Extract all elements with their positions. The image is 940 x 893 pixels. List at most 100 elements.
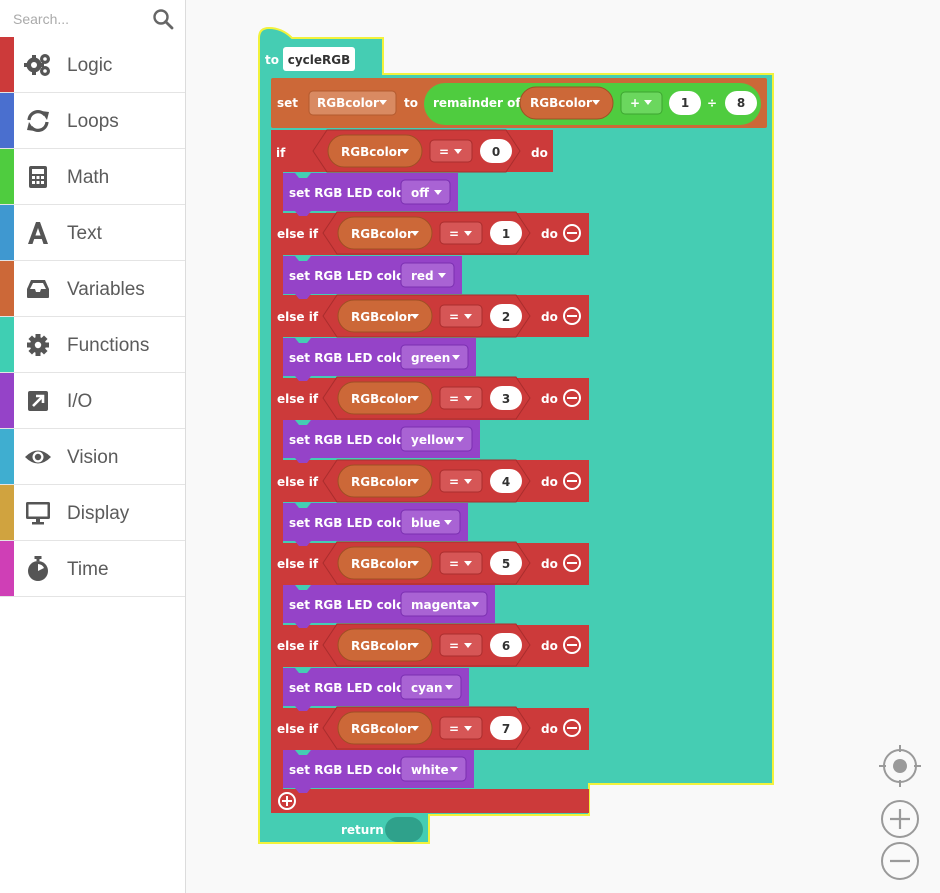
compare-variable-block[interactable] — [337, 711, 433, 745]
compare-block[interactable]: RGBcolor=5 — [322, 541, 531, 585]
led-color-dropdown[interactable] — [400, 591, 488, 617]
compare-value-field[interactable] — [480, 139, 512, 163]
chevron-down-icon — [464, 643, 472, 648]
chevron-down-icon — [438, 273, 446, 278]
compare-operator-dropdown[interactable] — [429, 139, 473, 163]
divide-symbol: ÷ — [707, 96, 717, 110]
compare-block[interactable]: RGBcolor=2 — [322, 294, 531, 338]
led-color-dropdown[interactable] — [400, 426, 473, 452]
compare-operator-dropdown[interactable] — [439, 386, 483, 410]
compare-variable-block[interactable] — [327, 134, 423, 168]
category-display[interactable]: Display — [0, 485, 185, 541]
zoom-out-icon[interactable] — [881, 842, 919, 880]
search-icon[interactable] — [152, 8, 174, 30]
compare-variable-block[interactable] — [337, 628, 433, 662]
category-loops[interactable]: Loops — [0, 93, 185, 149]
compare-block[interactable]: RGBcolor=6 — [322, 623, 531, 667]
compare-value-field[interactable] — [490, 716, 522, 740]
minus-circle-icon[interactable] — [563, 636, 581, 654]
minus-circle-icon[interactable] — [563, 472, 581, 490]
remainder-variable-block[interactable] — [519, 86, 614, 120]
compare-operator: = — [449, 475, 459, 489]
led-color-dropdown[interactable] — [400, 344, 469, 370]
do-keyword: do — [541, 639, 558, 653]
led-color-dropdown[interactable] — [400, 262, 455, 288]
chevron-down-icon — [592, 100, 600, 105]
led-color-dropdown[interactable] — [400, 509, 461, 535]
category-text[interactable]: Text — [0, 205, 185, 261]
minus-circle-icon[interactable] — [563, 307, 581, 325]
compare-value-field[interactable] — [490, 221, 522, 245]
return-socket[interactable] — [385, 817, 423, 842]
compare-variable-block[interactable] — [337, 216, 433, 250]
compare-operator-dropdown[interactable] — [439, 221, 483, 245]
compare-value-field[interactable] — [490, 633, 522, 657]
compare-variable-block[interactable] — [337, 381, 433, 415]
category-logic[interactable]: Logic — [0, 37, 185, 93]
to-keyword: to — [404, 96, 418, 110]
category-color-stripe — [0, 93, 14, 148]
compare-value-field[interactable] — [490, 469, 522, 493]
compare-value-field[interactable] — [490, 551, 522, 575]
category-time[interactable]: Time — [0, 541, 185, 597]
compare-block[interactable]: RGBcolor=4 — [322, 459, 531, 503]
compare-operator-dropdown[interactable] — [439, 551, 483, 575]
minus-circle-icon[interactable] — [563, 224, 581, 242]
calculator-icon — [29, 166, 47, 188]
set-variable-block[interactable]: set RGBcolor to remainder of RGBcolor + … — [271, 78, 767, 128]
set-variable-dropdown[interactable] — [308, 90, 397, 116]
compare-variable-block[interactable] — [337, 464, 433, 498]
compare-operator-dropdown[interactable] — [439, 716, 483, 740]
compare-block[interactable]: RGBcolor=7 — [322, 706, 531, 750]
set-led-label: set RGB LED color — [289, 763, 410, 777]
plus-circle-icon[interactable] — [278, 792, 296, 810]
remove-branch-buttons[interactable] — [563, 224, 581, 737]
category-io[interactable]: I/O — [0, 373, 185, 429]
function-name-field[interactable] — [283, 47, 355, 71]
compare-value-field[interactable] — [490, 304, 522, 328]
category-color-stripe — [0, 149, 14, 204]
minus-circle-icon[interactable] — [563, 719, 581, 737]
category-color-stripe — [0, 37, 14, 92]
search-input[interactable] — [0, 0, 150, 37]
operator-dropdown[interactable] — [620, 91, 663, 115]
compare-variable-name: RGBcolor — [341, 145, 403, 159]
chevron-down-icon — [464, 561, 472, 566]
compare-block[interactable]: RGBcolor=1 — [322, 211, 531, 255]
else-if-keyword: else if — [277, 557, 319, 571]
category-variables[interactable]: Variables — [0, 261, 185, 317]
operand-field[interactable] — [669, 91, 701, 115]
category-math[interactable]: Math — [0, 149, 185, 205]
divisor-field[interactable] — [725, 91, 757, 115]
led-color-dropdown[interactable] — [400, 179, 451, 205]
compare-block[interactable]: RGBcolor=0 — [312, 129, 521, 173]
zoom-in-icon[interactable] — [881, 800, 919, 838]
led-color-dropdown[interactable] — [400, 756, 467, 782]
program-blocks[interactable]: to cycleRGB return set RGBcolor to remai… — [187, 0, 940, 893]
category-functions[interactable]: Functions — [0, 317, 185, 373]
compare-operator-dropdown[interactable] — [439, 469, 483, 493]
minus-circle-icon[interactable] — [563, 554, 581, 572]
blocks-workspace[interactable]: to cycleRGB return set RGBcolor to remai… — [187, 0, 940, 893]
compare-value: 4 — [502, 475, 510, 489]
category-vision[interactable]: Vision — [0, 429, 185, 485]
minus-circle-icon[interactable] — [563, 389, 581, 407]
compare-value-field[interactable] — [490, 386, 522, 410]
set-led-label: set RGB LED color — [289, 681, 410, 695]
led-color-dropdown[interactable] — [400, 674, 462, 700]
compare-variable-block[interactable] — [337, 299, 433, 333]
compare-block[interactable]: RGBcolor=3 — [322, 376, 531, 420]
recenter-icon[interactable] — [879, 745, 921, 787]
compare-variable-block[interactable] — [337, 546, 433, 580]
compare-operator-dropdown[interactable] — [439, 633, 483, 657]
compare-operator-dropdown[interactable] — [439, 304, 483, 328]
